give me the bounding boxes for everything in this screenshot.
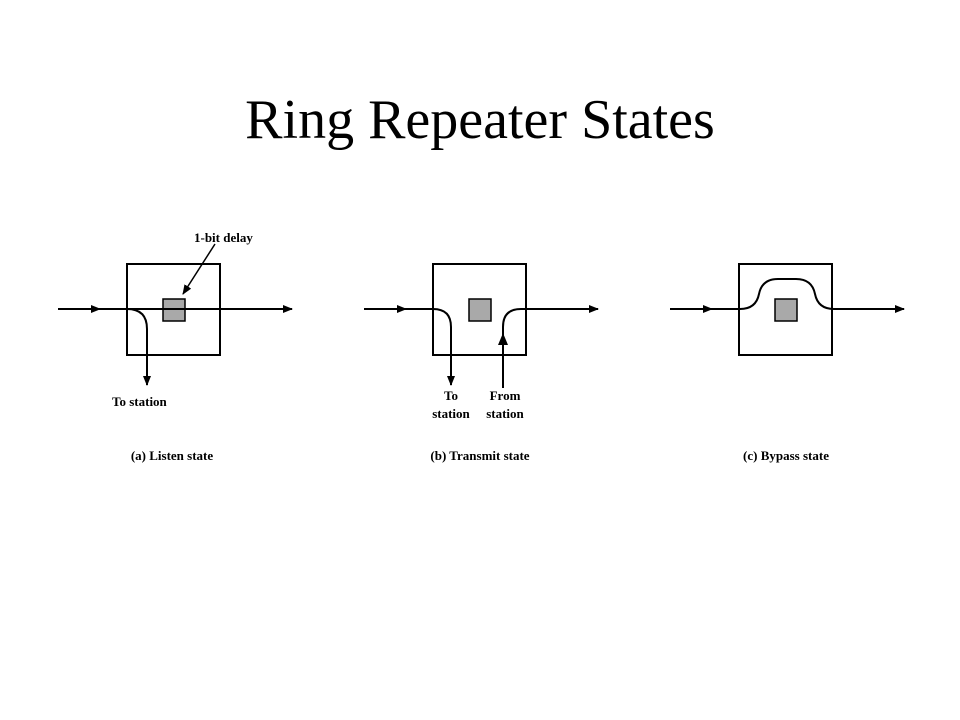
to-station-arrow [400, 308, 455, 386]
bit-delay-label: 1-bit delay [194, 230, 253, 245]
from-label: From [490, 388, 521, 403]
to-station-label: To station [112, 394, 168, 409]
to-label: To [444, 388, 458, 403]
ring-output-arrow [502, 305, 599, 388]
delay-element [468, 298, 492, 322]
to-station-label: station [432, 406, 470, 421]
to-station-arrow [126, 308, 151, 386]
delay-callout-arrow [182, 243, 216, 295]
panel-caption: (c) Bypass state [743, 448, 829, 463]
delay-element [774, 298, 798, 322]
panel-caption: (a) Listen state [131, 448, 214, 463]
panel-bypass-state: (c) Bypass state [670, 263, 905, 463]
slide-title: Ring Repeater States [245, 89, 715, 151]
from-station-label: station [486, 406, 524, 421]
panel-transmit-state: To station From station (b) Transmit sta… [364, 263, 599, 463]
panel-caption: (b) Transmit state [430, 448, 529, 463]
bypass-path-arrow [706, 278, 905, 313]
panel-listen-state: 1-bit delay To station (a) Listen state [58, 230, 293, 463]
from-station-arrowhead [498, 333, 508, 345]
